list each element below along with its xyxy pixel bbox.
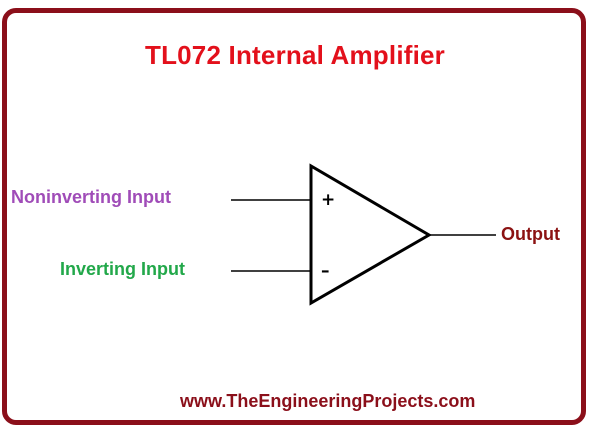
website-footer[interactable]: www.TheEngineeringProjects.com [180,391,476,411]
noninverting-input-label: Noninverting Input [11,187,171,207]
output-label: Output [501,224,560,244]
plus-sign: + [321,190,335,210]
diagram-title: TL072 Internal Amplifier [144,40,446,70]
minus-sign: – [321,261,330,281]
op-amp-triangle [309,163,432,306]
diagram-frame [2,8,586,425]
inverting-input-label: Inverting Input [60,259,185,279]
